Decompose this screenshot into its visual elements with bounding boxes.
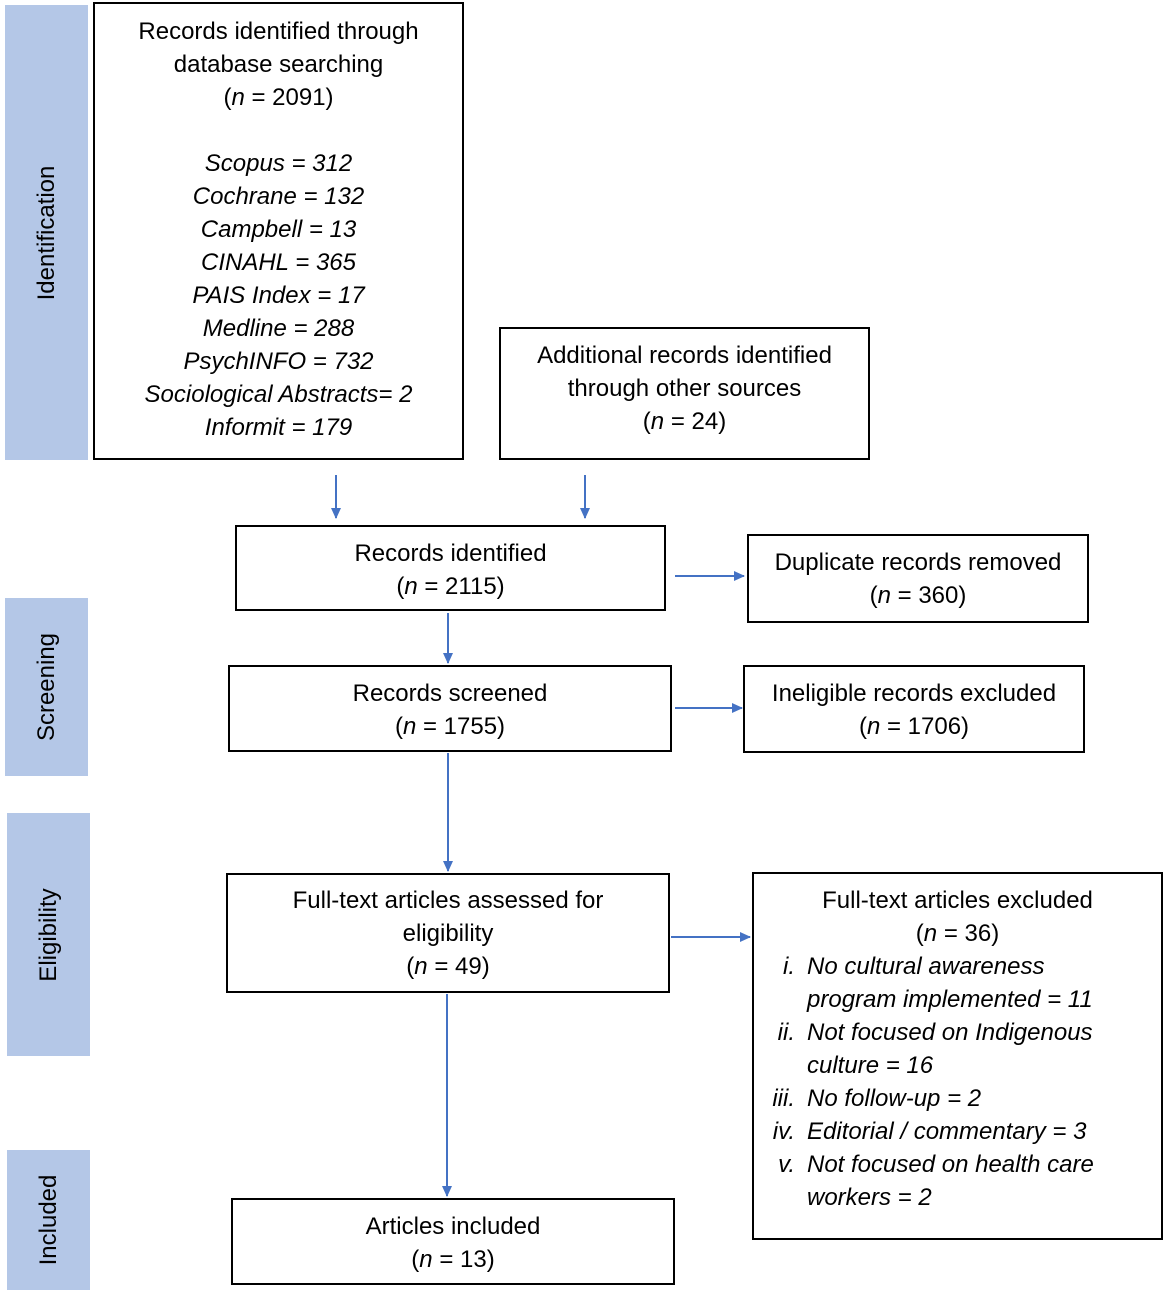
- database-search-box: Records identified through database sear…: [93, 2, 464, 460]
- ineligible-excluded-count-value: = 1706): [880, 713, 970, 740]
- source-scopus: Scopus = 312: [204, 150, 353, 177]
- ineligible-excluded-count: (n = 1706): [858, 713, 970, 740]
- records-identified-count: (n = 2115): [396, 573, 505, 600]
- duplicates-removed-count: (n = 360): [869, 582, 967, 609]
- additional-title-line-2: through other sources: [567, 375, 802, 402]
- exclusion-reasons-list: i. No cultural awareness program impleme…: [755, 950, 1161, 1214]
- database-count-var: n: [231, 84, 245, 111]
- source-sociological-abstracts: Sociological Abstracts= 2: [95, 378, 462, 411]
- duplicates-removed-count-value: = 360): [890, 582, 967, 609]
- exclusion-reason-line: program implemented = 11: [807, 986, 1093, 1013]
- source-medline: Medline = 288: [202, 315, 355, 342]
- exclusion-reason: iv. Editorial / commentary = 3: [755, 1115, 1161, 1148]
- records-screened-count: (n = 1755): [394, 713, 506, 740]
- exclusion-reason-number: i.: [783, 953, 795, 980]
- articles-included-title: Articles included: [365, 1213, 541, 1240]
- source-pais-index: PAIS Index = 17: [192, 282, 365, 309]
- ineligible-excluded-title: Ineligible records excluded: [771, 680, 1057, 707]
- fulltext-assessed-count-var: n: [414, 953, 428, 980]
- articles-included-count: (n = 13): [411, 1246, 495, 1273]
- exclusion-reason-line: No follow-up = 2: [807, 1085, 982, 1112]
- source-sociological-name: Sociological Abstracts: [144, 381, 379, 408]
- duplicates-removed-box: Duplicate records removed (n = 360): [747, 534, 1089, 623]
- additional-records-box: Additional records identified through ot…: [499, 327, 870, 460]
- additional-count-var: n: [650, 408, 665, 435]
- articles-included-box: Articles included (n = 13): [231, 1198, 675, 1285]
- source-sociological-count: = 2: [378, 381, 413, 408]
- records-screened-count-value: = 1755): [416, 713, 506, 740]
- records-identified-title: Records identified: [354, 540, 547, 567]
- ineligible-excluded-count-var: n: [866, 713, 881, 740]
- fulltext-excluded-count-var: n: [923, 920, 938, 947]
- database-title-line-1: Records identified through: [138, 18, 419, 45]
- records-screened-title: Records screened: [352, 680, 548, 707]
- fulltext-assessed-count: (n = 49): [406, 953, 490, 980]
- exclusion-reason: i. No cultural awareness program impleme…: [755, 950, 1161, 1016]
- database-count: (n = 2091): [223, 84, 334, 111]
- phase-screening: Screening: [5, 598, 88, 776]
- fulltext-assessed-title-line-2: eligibility: [402, 920, 494, 947]
- exclusion-reason-line: Not focused on Indigenous: [807, 1019, 1093, 1046]
- source-psychinfo: PsychINFO = 732: [183, 348, 374, 375]
- source-informit: Informit = 179: [204, 414, 353, 441]
- exclusion-reason-number: iii.: [772, 1085, 795, 1112]
- exclusion-reason-line: No cultural awareness: [807, 953, 1045, 980]
- source-cochrane: Cochrane = 132: [192, 183, 365, 210]
- source-cinahl: CINAHL = 365: [201, 249, 356, 276]
- exclusion-reason-number: iv.: [772, 1118, 795, 1145]
- additional-count: (n = 24): [642, 408, 727, 435]
- records-identified-box: Records identified (n = 2115): [235, 525, 666, 611]
- fulltext-assessed-count-value: = 49): [427, 953, 490, 980]
- source-campbell: Campbell = 13: [200, 216, 357, 243]
- additional-title-line-1: Additional records identified: [537, 342, 832, 369]
- exclusion-reason: ii. Not focused on Indigenous culture = …: [755, 1016, 1161, 1082]
- fulltext-excluded-count-value: = 36): [937, 920, 1000, 947]
- records-screened-count-var: n: [402, 713, 417, 740]
- records-identified-count-value: = 2115): [417, 573, 505, 600]
- exclusion-reason-line: Not focused on health care: [807, 1151, 1094, 1178]
- articles-included-count-value: = 13): [432, 1246, 495, 1273]
- records-identified-count-var: n: [404, 573, 418, 600]
- exclusion-reason-number: v.: [778, 1151, 795, 1178]
- exclusion-reason-line: workers = 2: [807, 1184, 932, 1211]
- exclusion-reason: iii. No follow-up = 2: [755, 1082, 1161, 1115]
- exclusion-reason-line: culture = 16: [807, 1052, 934, 1079]
- fulltext-assessed-box: Full-text articles assessed for eligibil…: [226, 873, 670, 993]
- additional-count-value: = 24): [664, 408, 727, 435]
- ineligible-excluded-box: Ineligible records excluded (n = 1706): [743, 665, 1085, 753]
- phase-identification: Identification: [5, 5, 88, 460]
- fulltext-excluded-box: Full-text articles excluded (n = 36) i. …: [752, 872, 1163, 1240]
- phase-eligibility: Eligibility: [7, 813, 90, 1056]
- duplicates-removed-title: Duplicate records removed: [774, 549, 1062, 576]
- fulltext-assessed-title-line-1: Full-text articles assessed for: [292, 887, 604, 914]
- exclusion-reason: v. Not focused on health care workers = …: [755, 1148, 1161, 1214]
- fulltext-excluded-count: (n = 36): [915, 920, 1000, 947]
- exclusion-reason-number: ii.: [777, 1019, 795, 1046]
- database-title-line-2: database searching: [173, 51, 384, 78]
- records-screened-box: Records screened (n = 1755): [228, 665, 672, 752]
- articles-included-count-var: n: [419, 1246, 433, 1273]
- phase-included: Included: [7, 1150, 90, 1290]
- exclusion-reason-line: Editorial / commentary = 3: [807, 1118, 1087, 1145]
- duplicates-removed-count-var: n: [877, 582, 891, 609]
- fulltext-excluded-title: Full-text articles excluded: [822, 887, 1093, 914]
- database-count-value: = 2091): [244, 84, 334, 111]
